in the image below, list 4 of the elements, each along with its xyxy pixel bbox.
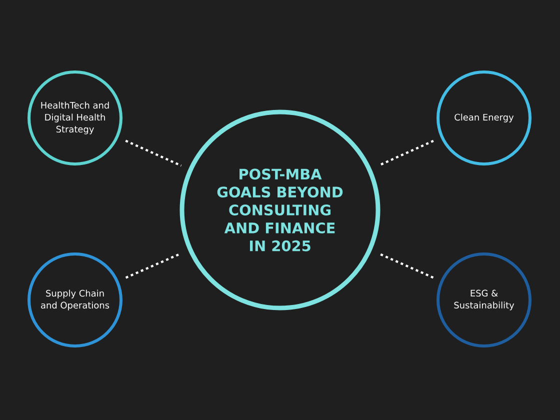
dotted-connector [125,140,182,167]
dotted-connector [378,252,434,279]
dotted-connector [378,140,434,167]
dotted-connector [125,252,182,279]
